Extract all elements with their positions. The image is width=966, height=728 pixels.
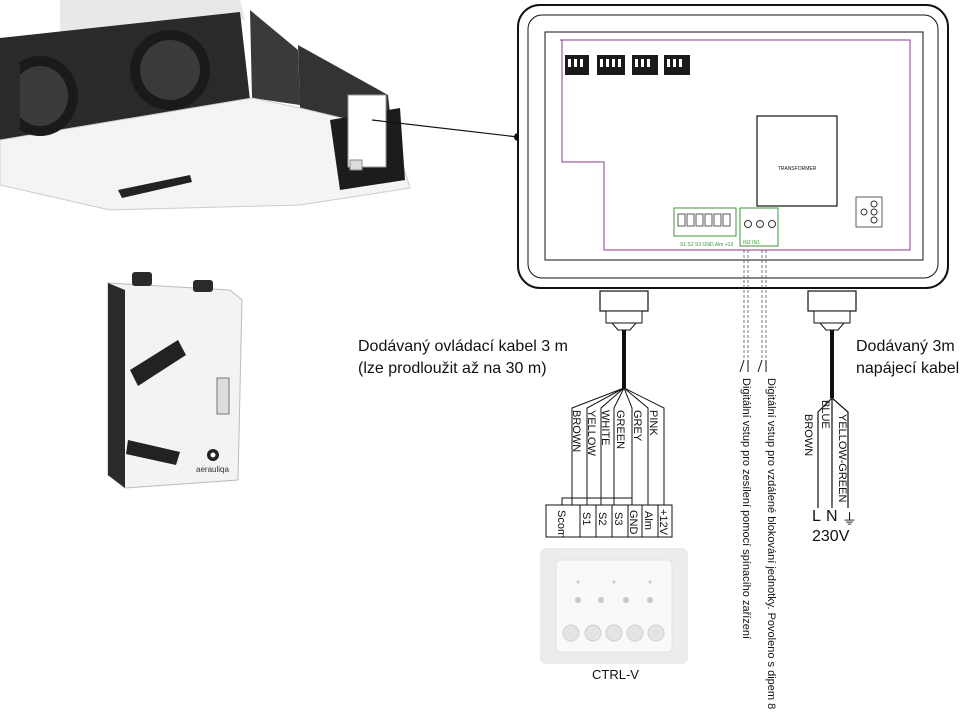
cable-gland-right [807, 290, 857, 331]
control-cable-caption: Dodávaný ovládací kabel 3 m (lze prodlou… [358, 336, 568, 380]
control-cable-caption-line2: (lze prodloužit až na 30 m) [358, 360, 547, 377]
ctrl-v-controller [540, 548, 688, 664]
power-cable-caption: Dodávaný 3m napájecí kabel [856, 336, 959, 380]
power-cable-caption-line2: napájecí kabel [856, 360, 960, 377]
terminal-gnd: GND [627, 510, 639, 535]
wire-label-white: WHITE [599, 410, 611, 446]
control-box: TRANSFORMER S1 S2 S3 GND Alm +12 IN2 IN1 [517, 4, 949, 331]
terminal-alm: Alm [642, 511, 654, 530]
wire-label-yellow: YELLOW [585, 410, 597, 456]
ceiling-unit-photo [0, 0, 522, 211]
wire-label-grey: GREY [631, 410, 643, 442]
control-cable [545, 330, 673, 538]
voltage-label: 230V [812, 528, 850, 545]
dip-switches [565, 55, 690, 75]
controller-terminal-strip [545, 504, 673, 538]
boost-button[interactable] [647, 624, 665, 642]
power-wire-yellow-green: YELLOW-GREEN [836, 414, 848, 503]
terminal-s2: S2 [596, 512, 608, 526]
terminal-s1: S1 [580, 512, 592, 526]
digital-input-1-label: Digitální vstup pro vzdálené blokování j… [765, 378, 777, 710]
brand-logo: aerauliqa [196, 465, 229, 474]
terminal-s3: S3 [612, 512, 624, 526]
terminal-12v: +12V [657, 509, 669, 535]
controller-label: CTRL-V [592, 667, 639, 682]
power-cable-caption-line1: Dodávaný 3m [856, 338, 955, 355]
wire-label-green: GREEN [614, 410, 626, 450]
wall-unit-photo: aerauliqa [107, 272, 243, 489]
mode-button[interactable] [626, 624, 644, 642]
wire-label-pink: PINK [647, 410, 659, 436]
power-wire-brown: BROWN [802, 414, 814, 457]
plus-button[interactable] [605, 624, 623, 642]
digital-input-2-label: Digitální vstup pro zesílení pomocí spín… [740, 378, 752, 640]
power-terminal-l: L [812, 508, 821, 525]
power-wire-blue: BLUE [819, 400, 831, 429]
wire-label-brown: BROWN [570, 410, 582, 453]
power-cable [817, 330, 849, 508]
minus-button[interactable] [584, 624, 602, 642]
control-cable-caption-line1: Dodávaný ovládací kabel 3 m [358, 338, 568, 355]
power-button[interactable] [562, 624, 580, 642]
digital-input-wires [743, 250, 767, 360]
cable-gland-left [599, 290, 649, 331]
terminal-labels: S1 S2 S3 GND Alm +12 [680, 242, 733, 248]
power-terminal-earth: ⏚ [842, 511, 858, 528]
terminal-scom: Scom [555, 510, 567, 539]
transformer-label: TRANSFORMER [778, 166, 817, 172]
terminal-block: S1 S2 S3 GND Alm +12 IN2 IN1 [673, 207, 779, 248]
relay-labels: IN2 IN1 [743, 240, 760, 246]
power-terminal-n: N [826, 508, 838, 525]
